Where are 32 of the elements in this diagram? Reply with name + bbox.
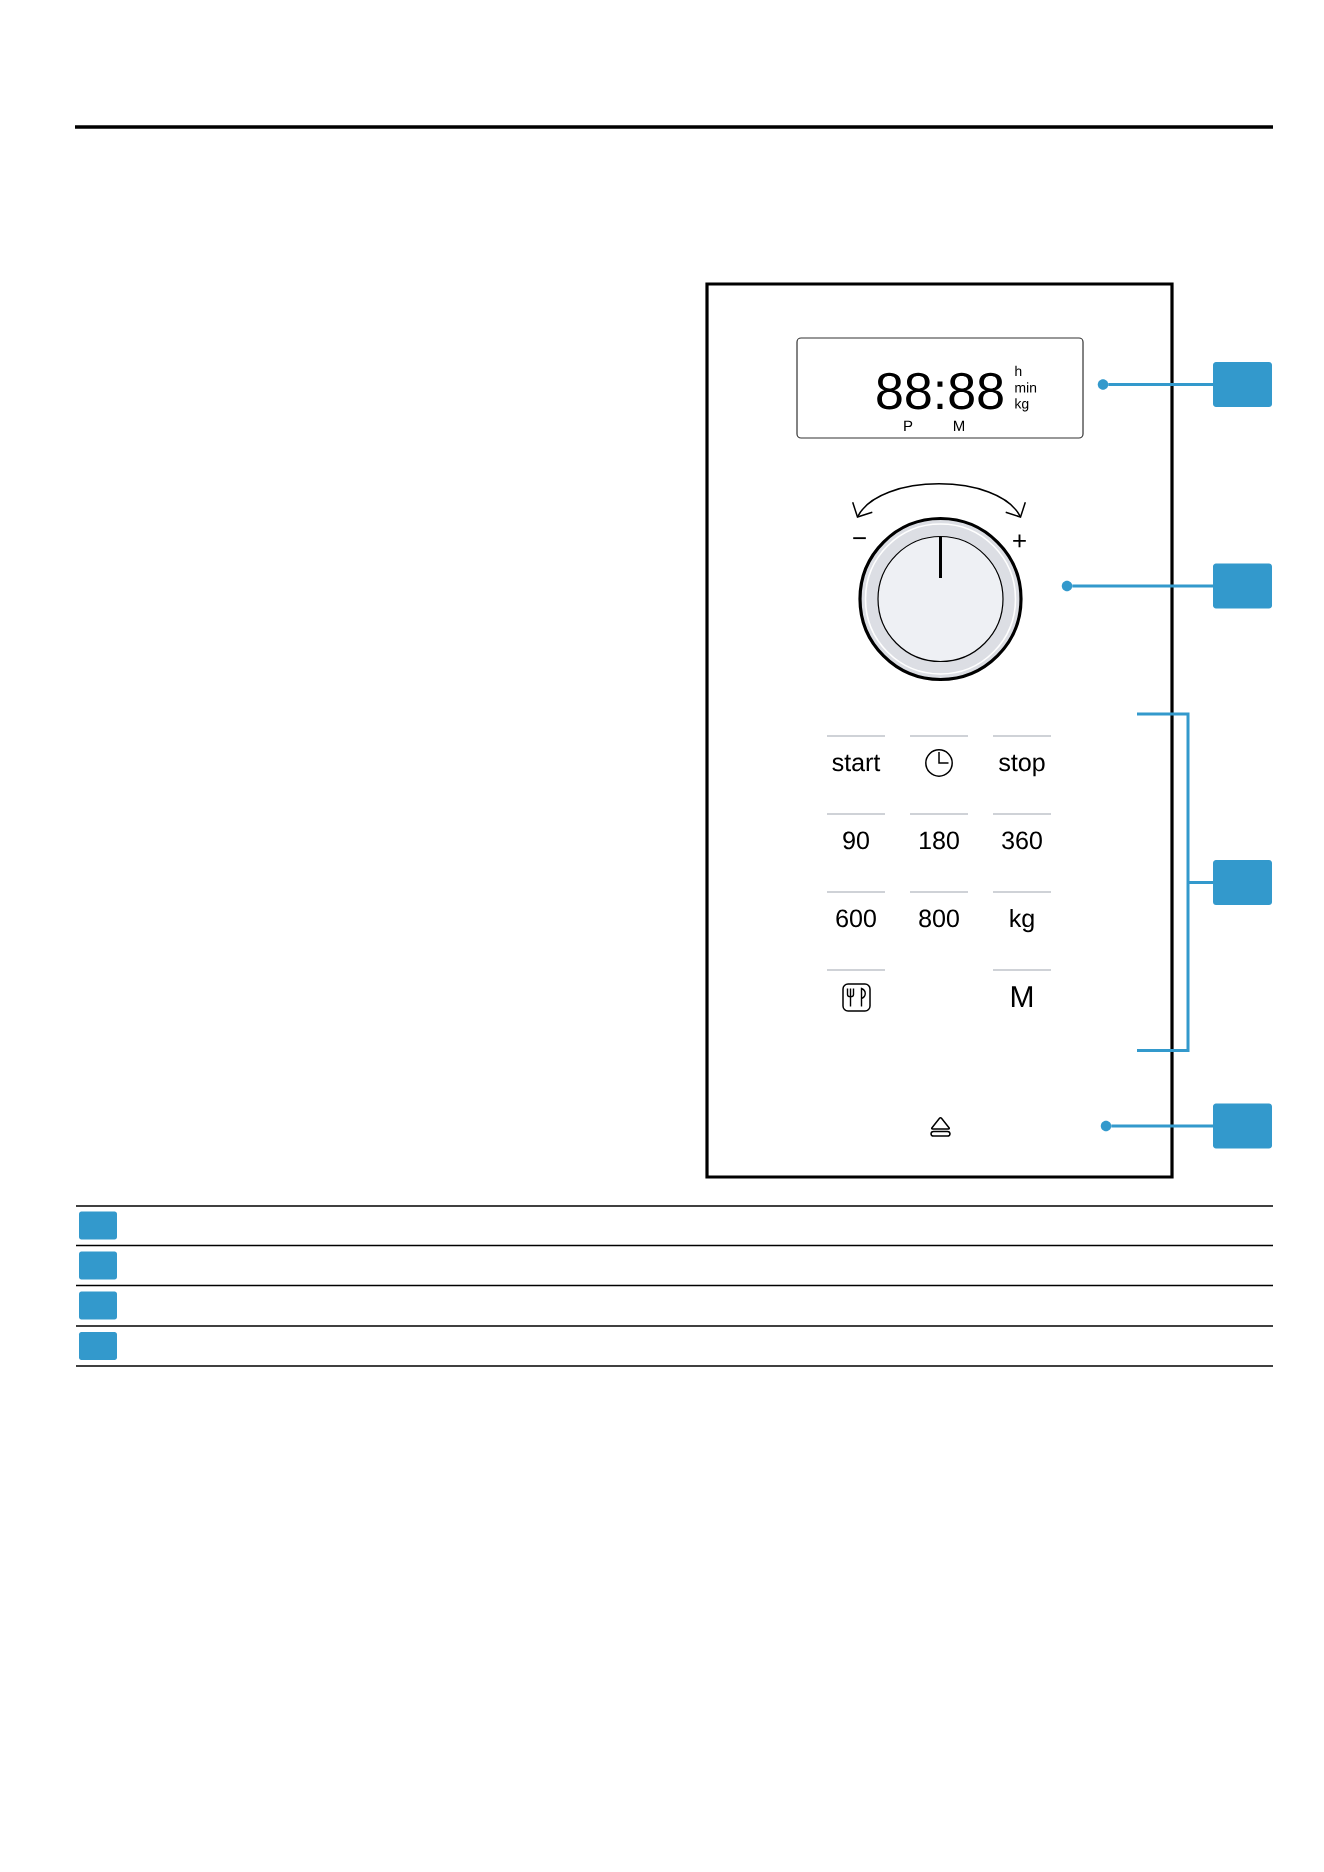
- button-label: 90: [843, 831, 869, 850]
- callout-box: [79, 1291, 117, 1320]
- callout-box: [79, 1251, 117, 1280]
- unit-label: min: [1015, 382, 1037, 393]
- button-label: kg: [1010, 908, 1034, 933]
- digit-readout: 88:88: [877, 372, 1003, 410]
- button-label: 360: [1002, 831, 1042, 850]
- unit-label: kg: [1015, 398, 1029, 412]
- indicator-label: M: [954, 420, 964, 431]
- callout-box: [1213, 362, 1272, 407]
- button-label: 800: [919, 909, 959, 928]
- control-panel: [705, 282, 1174, 1179]
- callout-box: [1213, 563, 1272, 609]
- bracket: [1137, 712, 1190, 1052]
- plus-sign: +: [1013, 534, 1026, 548]
- callout-box: [1213, 1103, 1272, 1149]
- indicator-label: P: [904, 420, 913, 431]
- lcd-display: [796, 337, 1084, 439]
- button-label: M: [1011, 986, 1033, 1007]
- button-label: stop: [999, 754, 1045, 777]
- leader-line: [1188, 881, 1213, 884]
- button-label: 180: [920, 831, 959, 850]
- button-label: start: [832, 754, 881, 772]
- callout-box: [79, 1332, 117, 1360]
- callout-box: [1213, 860, 1272, 905]
- leader-line: [1111, 1124, 1213, 1128]
- leader-line: [1072, 584, 1213, 588]
- unit-label: h: [1015, 365, 1022, 376]
- button-label: 600: [836, 909, 876, 928]
- callout-box: [79, 1211, 117, 1240]
- minus-sign: −: [853, 537, 866, 540]
- leader-line: [1108, 383, 1213, 386]
